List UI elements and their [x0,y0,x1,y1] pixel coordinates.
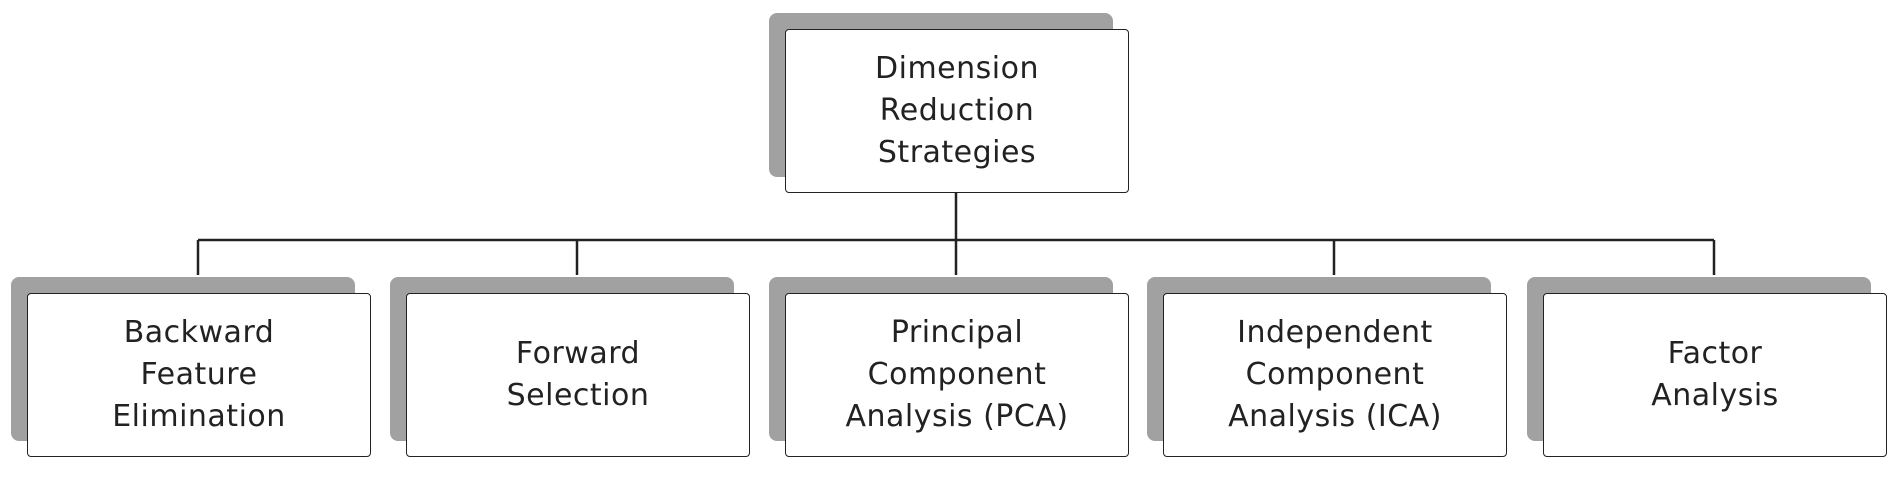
child-node-box: Principal Component Analysis (PCA) [785,293,1129,457]
child-node-label: Principal Component Analysis (PCA) [845,315,1069,434]
child-node-box: Backward Feature Elimination [27,293,371,457]
child-node-principal-component-analysis: Principal Component Analysis (PCA) [769,277,1129,457]
root-node-box: Dimension Reduction Strategies [785,29,1129,193]
child-node-label: Backward Feature Elimination [112,315,286,434]
child-node-label: Factor Analysis [1651,336,1779,413]
child-node-box: Factor Analysis [1543,293,1887,457]
root-node-label: Dimension Reduction Strategies [875,51,1039,170]
child-node-factor-analysis: Factor Analysis [1527,277,1887,457]
child-node-box: Forward Selection [406,293,750,457]
child-node-independent-component-analysis: Independent Component Analysis (ICA) [1147,277,1507,457]
root-node-dimension-reduction-strategies: Dimension Reduction Strategies [769,13,1129,193]
child-node-box: Independent Component Analysis (ICA) [1163,293,1507,457]
child-node-forward-selection: Forward Selection [390,277,750,457]
child-node-backward-feature-elimination: Backward Feature Elimination [11,277,371,457]
child-node-label: Forward Selection [506,336,650,413]
child-node-label: Independent Component Analysis (ICA) [1228,315,1442,434]
